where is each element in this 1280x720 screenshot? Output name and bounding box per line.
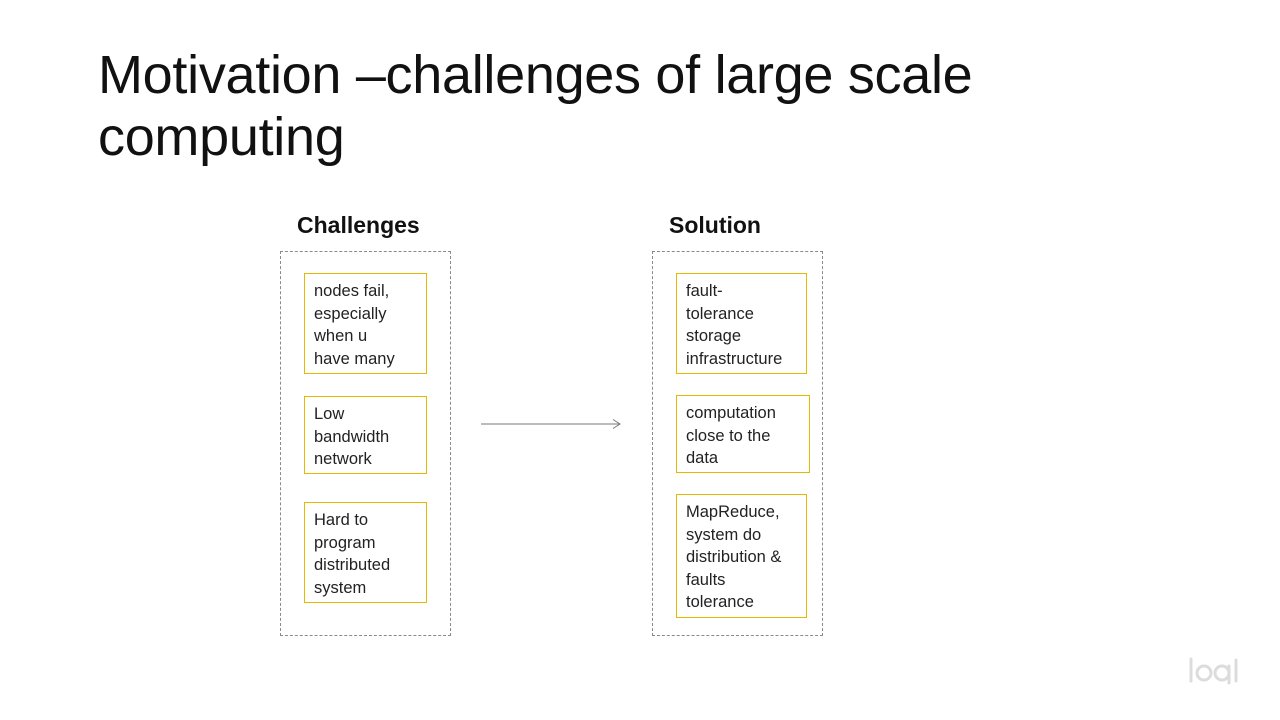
solution-card-text: computation close to the data [686,404,776,467]
challenge-card-text: Hard to program distributed system [314,511,391,597]
challenges-heading: Challenges [297,212,420,238]
solution-card-text: MapReduce, system do distribution & faul… [686,503,782,611]
solution-card-text: fault- tolerance storage infrastructure [686,282,783,368]
challenge-card-low-bandwidth: Low bandwidth network [304,396,427,474]
solution-card-fault-tolerance-storage: fault- tolerance storage infrastructure [676,273,807,374]
solution-group [652,251,823,636]
challenge-card-text: nodes fail, especially when u have many [314,282,395,368]
solution-card-computation-close-to-data: computation close to the data [676,395,810,473]
challenge-card-nodes-fail: nodes fail, especially when u have many [304,273,427,374]
logo-watermark-icon [1189,657,1238,685]
slide-title: Motivation –challenges of large scale co… [98,45,973,167]
challenge-card-text: Low bandwidth network [314,405,390,468]
challenge-card-hard-to-program: Hard to program distributed system [304,502,427,603]
challenges-group [280,251,451,636]
solution-heading: Solution [669,212,761,238]
right-arrow-icon [481,419,621,429]
solution-card-mapreduce: MapReduce, system do distribution & faul… [676,494,807,618]
